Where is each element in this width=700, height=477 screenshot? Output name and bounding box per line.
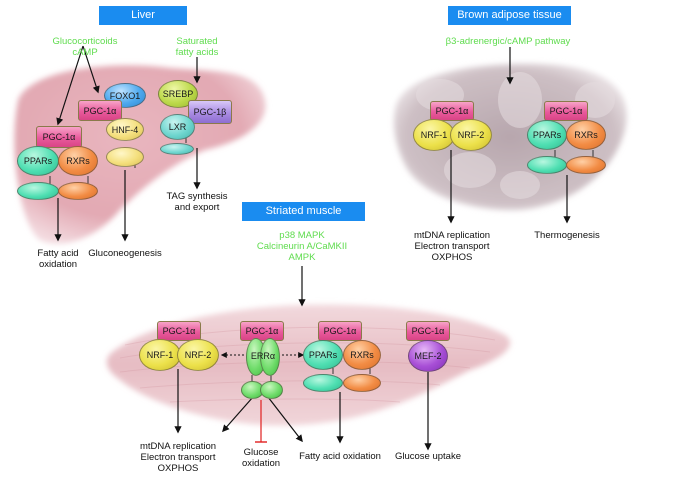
liver-title: Liver bbox=[99, 6, 187, 25]
protein-nrf1-muscle: NRF-1 bbox=[139, 339, 181, 371]
stimulus-line: Glucocorticoids bbox=[52, 36, 118, 47]
muscle-stimulus: p38 MAPK Calcineurin A/CaMKII AMPK bbox=[250, 230, 354, 263]
protein-pgc1a-liver-lower: PGC-1α bbox=[36, 126, 82, 148]
protein-ppars-bat: PPARs bbox=[527, 120, 567, 150]
protein-ppars-liver-dna bbox=[17, 182, 59, 200]
brown-adipose-stimulus: β3-adrenergic/cAMP pathway bbox=[445, 36, 571, 47]
protein-rxrs-liver-dna bbox=[58, 182, 98, 200]
output-line: mtDNA replication bbox=[413, 230, 491, 241]
protein-rxrs-muscle: RXRs bbox=[343, 340, 381, 370]
output-line: TAG synthesis bbox=[166, 191, 228, 202]
stimulus-line: fatty acids bbox=[175, 47, 219, 58]
protein-pgc1a-muscle-1: PGC-1α bbox=[157, 321, 201, 341]
output-line: Fatty acid bbox=[37, 248, 79, 259]
arrow-erra-to-fatty-acid bbox=[267, 396, 303, 443]
protein-pgc1a-muscle-2: PGC-1α bbox=[240, 321, 284, 341]
striated-muscle-title: Striated muscle bbox=[242, 202, 365, 221]
stimulus-line: AMPK bbox=[288, 252, 316, 263]
output-glucose-oxidation: Glucose oxidation bbox=[236, 447, 286, 469]
output-gluconeogenesis: Gluconeogenesis bbox=[86, 248, 164, 259]
protein-rxrs-bat-dna bbox=[566, 156, 606, 174]
protein-pgc1a-muscle-4: PGC-1α bbox=[406, 321, 450, 341]
protein-hnf4-partner bbox=[106, 147, 144, 167]
protein-rxrs-liver: RXRs bbox=[58, 146, 98, 176]
output-bat-mito: mtDNA replication Electron transport OXP… bbox=[406, 230, 498, 263]
stimulus-line: p38 MAPK bbox=[279, 230, 325, 241]
protein-rxrs-bat: RXRs bbox=[566, 120, 606, 150]
protein-rxrs-muscle-dna bbox=[343, 374, 381, 392]
protein-pgc1b: PGC-1β bbox=[188, 100, 232, 124]
output-line: OXPHOS bbox=[157, 463, 199, 474]
protein-pgc1a-muscle-3: PGC-1α bbox=[318, 321, 362, 341]
brown-adipose-title: Brown adipose tissue bbox=[448, 6, 571, 25]
output-line: Thermogenesis bbox=[534, 230, 600, 241]
protein-erra-right bbox=[260, 338, 280, 376]
output-line: mtDNA replication bbox=[139, 441, 217, 452]
output-line: Gluconeogenesis bbox=[88, 248, 162, 259]
protein-ppars-liver: PPARs bbox=[17, 146, 59, 176]
protein-lxr: LXR bbox=[160, 114, 195, 140]
liver-stimulus-fatty-acids: Saturated fatty acids bbox=[165, 36, 229, 58]
output-line: oxidation bbox=[38, 259, 78, 270]
protein-pgc1a-bat-right: PGC-1α bbox=[544, 101, 588, 121]
output-liver-fatty-acid-oxidation: Fatty acid oxidation bbox=[30, 248, 86, 270]
protein-ppars-muscle: PPARs bbox=[303, 340, 343, 370]
protein-ppars-bat-dna bbox=[527, 156, 567, 174]
protein-pgc1a-liver-upper: PGC-1α bbox=[78, 100, 122, 121]
stimulus-line: Saturated bbox=[176, 36, 218, 47]
protein-erra-dna-right bbox=[260, 381, 283, 399]
arrow-liver-stim-to-pgc-upper bbox=[82, 45, 100, 94]
output-line: Fatty acid oxidation bbox=[299, 451, 381, 462]
protein-ppars-muscle-dna bbox=[303, 374, 343, 392]
output-line: Glucose uptake bbox=[394, 451, 461, 462]
liver-stimulus-glucocorticoids: Glucocorticoids cAMP bbox=[40, 36, 130, 58]
protein-nrf2-muscle: NRF-2 bbox=[177, 339, 219, 371]
output-line: Electron transport bbox=[140, 452, 216, 463]
output-line: Glucose bbox=[243, 447, 279, 458]
output-tag-synthesis: TAG synthesis and export bbox=[160, 191, 234, 213]
arrow-erra-to-mito bbox=[222, 396, 254, 433]
stimulus-line: cAMP bbox=[72, 47, 98, 58]
output-muscle-mito: mtDNA replication Electron transport OXP… bbox=[132, 441, 224, 474]
arrow-liver-stim-to-pgc-lower bbox=[56, 45, 84, 126]
protein-pgc1a-bat-left: PGC-1α bbox=[430, 101, 474, 121]
output-glucose-uptake: Glucose uptake bbox=[392, 451, 464, 462]
protein-foxo1: FOXO1 bbox=[104, 83, 146, 108]
protein-hnf4: HNF-4 bbox=[106, 118, 144, 141]
stimulus-line: Calcineurin A/CaMKII bbox=[256, 241, 348, 252]
output-thermogenesis: Thermogenesis bbox=[530, 230, 604, 241]
protein-erra-label: ERRα bbox=[250, 351, 276, 361]
output-line: oxidation bbox=[241, 458, 281, 469]
output-muscle-fatty-acid-oxidation: Fatty acid oxidation bbox=[294, 451, 386, 462]
protein-nrf1-bat: NRF-1 bbox=[413, 119, 455, 151]
output-line: Electron transport bbox=[414, 241, 490, 252]
protein-nrf2-bat: NRF-2 bbox=[450, 119, 492, 151]
output-line: OXPHOS bbox=[431, 252, 473, 263]
protein-lxr-dna bbox=[160, 143, 194, 155]
output-line: and export bbox=[174, 202, 220, 213]
protein-mef2: MEF-2 bbox=[408, 340, 448, 372]
